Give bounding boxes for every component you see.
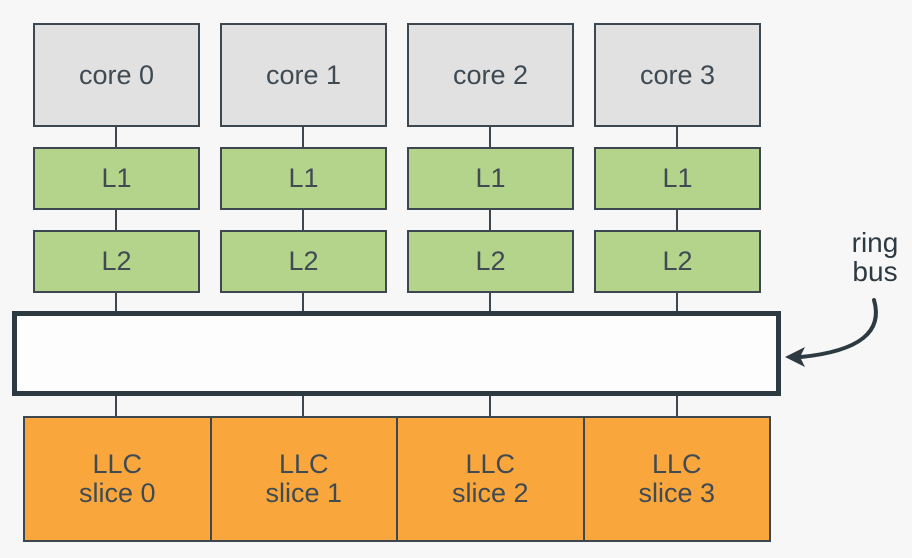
connector-l1-l2-2 [489,210,491,230]
connector-bus-llc-0 [115,396,117,416]
llc-slice-3-line1: LLC [651,449,702,480]
l2-cache-2-label: L2 [475,246,506,276]
core-0-box: core 0 [33,23,200,127]
llc-slice-0-line1: LLC [92,449,143,480]
ring-bus-arrow-curve [799,298,878,359]
connector-bus-llc-3 [676,396,678,416]
connector-bus-llc-1 [302,396,304,416]
ring-bus-annotation: ring bus [838,228,912,287]
connector-l1-l2-1 [302,210,304,230]
connector-core0-l1 [115,127,117,147]
connector-core2-l1 [489,127,491,147]
llc-slice-2-line2: slice 2 [451,478,529,508]
l1-cache-3-box: L1 [594,147,761,210]
connector-l2-bus-0 [115,293,117,311]
llc-slice-1-box: LLC slice 1 [209,416,398,542]
connector-bus-llc-2 [489,396,491,416]
l1-cache-0-box: L1 [33,147,200,210]
connector-l2-bus-2 [489,293,491,311]
connector-core3-l1 [676,127,678,147]
core-1-label: core 1 [265,59,342,90]
l1-cache-3-label: L1 [662,163,693,193]
l2-cache-1-box: L2 [220,230,387,293]
l1-cache-2-label: L1 [475,163,506,193]
llc-slice-row: LLC slice 0 LLC slice 1 LLC slice 2 LLC … [23,416,771,542]
llc-slice-0-box: LLC slice 0 [23,416,212,542]
connector-l1-l2-3 [676,210,678,230]
llc-slice-2-line1: LLC [465,449,516,480]
connector-l1-l2-0 [115,210,117,230]
ring-bus-annotation-line2: bus [852,256,898,288]
ring-bus-arrowhead [785,347,805,367]
connector-l2-bus-3 [676,293,678,311]
l2-cache-3-label: L2 [662,246,693,276]
ring-bus-annotation-line1: ring [851,227,899,258]
llc-slice-3-box: LLC slice 3 [582,416,771,542]
llc-slice-0-line2: slice 0 [78,478,156,508]
core-2-label: core 2 [452,59,529,90]
core-0-label: core 0 [78,59,155,90]
llc-slice-3-line2: slice 3 [638,478,716,508]
core-1-box: core 1 [220,23,387,127]
l2-cache-1-label: L2 [288,246,319,276]
l2-cache-0-box: L2 [33,230,200,293]
core-3-box: core 3 [594,23,761,127]
core-2-box: core 2 [407,23,574,127]
llc-slice-1-line2: slice 1 [265,478,343,508]
l1-cache-0-label: L1 [101,163,132,193]
l1-cache-1-label: L1 [288,163,319,193]
connector-l2-bus-1 [302,293,304,311]
connector-core1-l1 [302,127,304,147]
l1-cache-1-box: L1 [220,147,387,210]
core-3-label: core 3 [639,59,716,90]
llc-slice-2-box: LLC slice 2 [396,416,585,542]
llc-slice-1-line1: LLC [278,449,329,480]
l1-cache-2-box: L1 [407,147,574,210]
l2-cache-3-box: L2 [594,230,761,293]
l2-cache-2-box: L2 [407,230,574,293]
ring-bus-box [12,311,781,396]
l2-cache-0-label: L2 [101,246,132,276]
